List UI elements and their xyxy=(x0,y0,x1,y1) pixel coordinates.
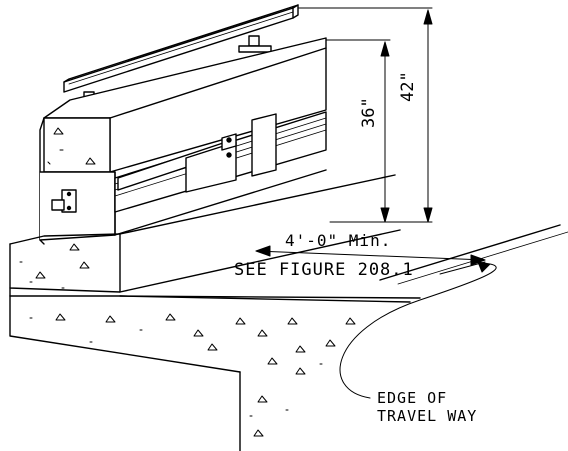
end-plate xyxy=(51,189,77,213)
height-42-label: 42" xyxy=(398,71,418,102)
height-36-label: 36" xyxy=(359,97,379,128)
travel-way-label: TRAVEL WAY xyxy=(377,407,478,425)
deck-slab xyxy=(9,224,568,451)
edge-of-label: EDGE OF xyxy=(377,389,448,407)
dimension-36 xyxy=(325,39,391,223)
edge-leader xyxy=(339,261,497,399)
offset-min-label: 4'-0" Min. xyxy=(285,231,392,250)
top-rail xyxy=(63,4,299,93)
see-figure-note: SEE FIGURE 208.1 xyxy=(234,260,414,280)
curb-slab xyxy=(9,174,401,297)
recess-rail xyxy=(114,111,327,213)
dimension-42 xyxy=(297,7,433,223)
rail-post-rear xyxy=(238,35,272,53)
concrete-texture xyxy=(19,127,356,437)
dimension-offset xyxy=(255,245,486,275)
